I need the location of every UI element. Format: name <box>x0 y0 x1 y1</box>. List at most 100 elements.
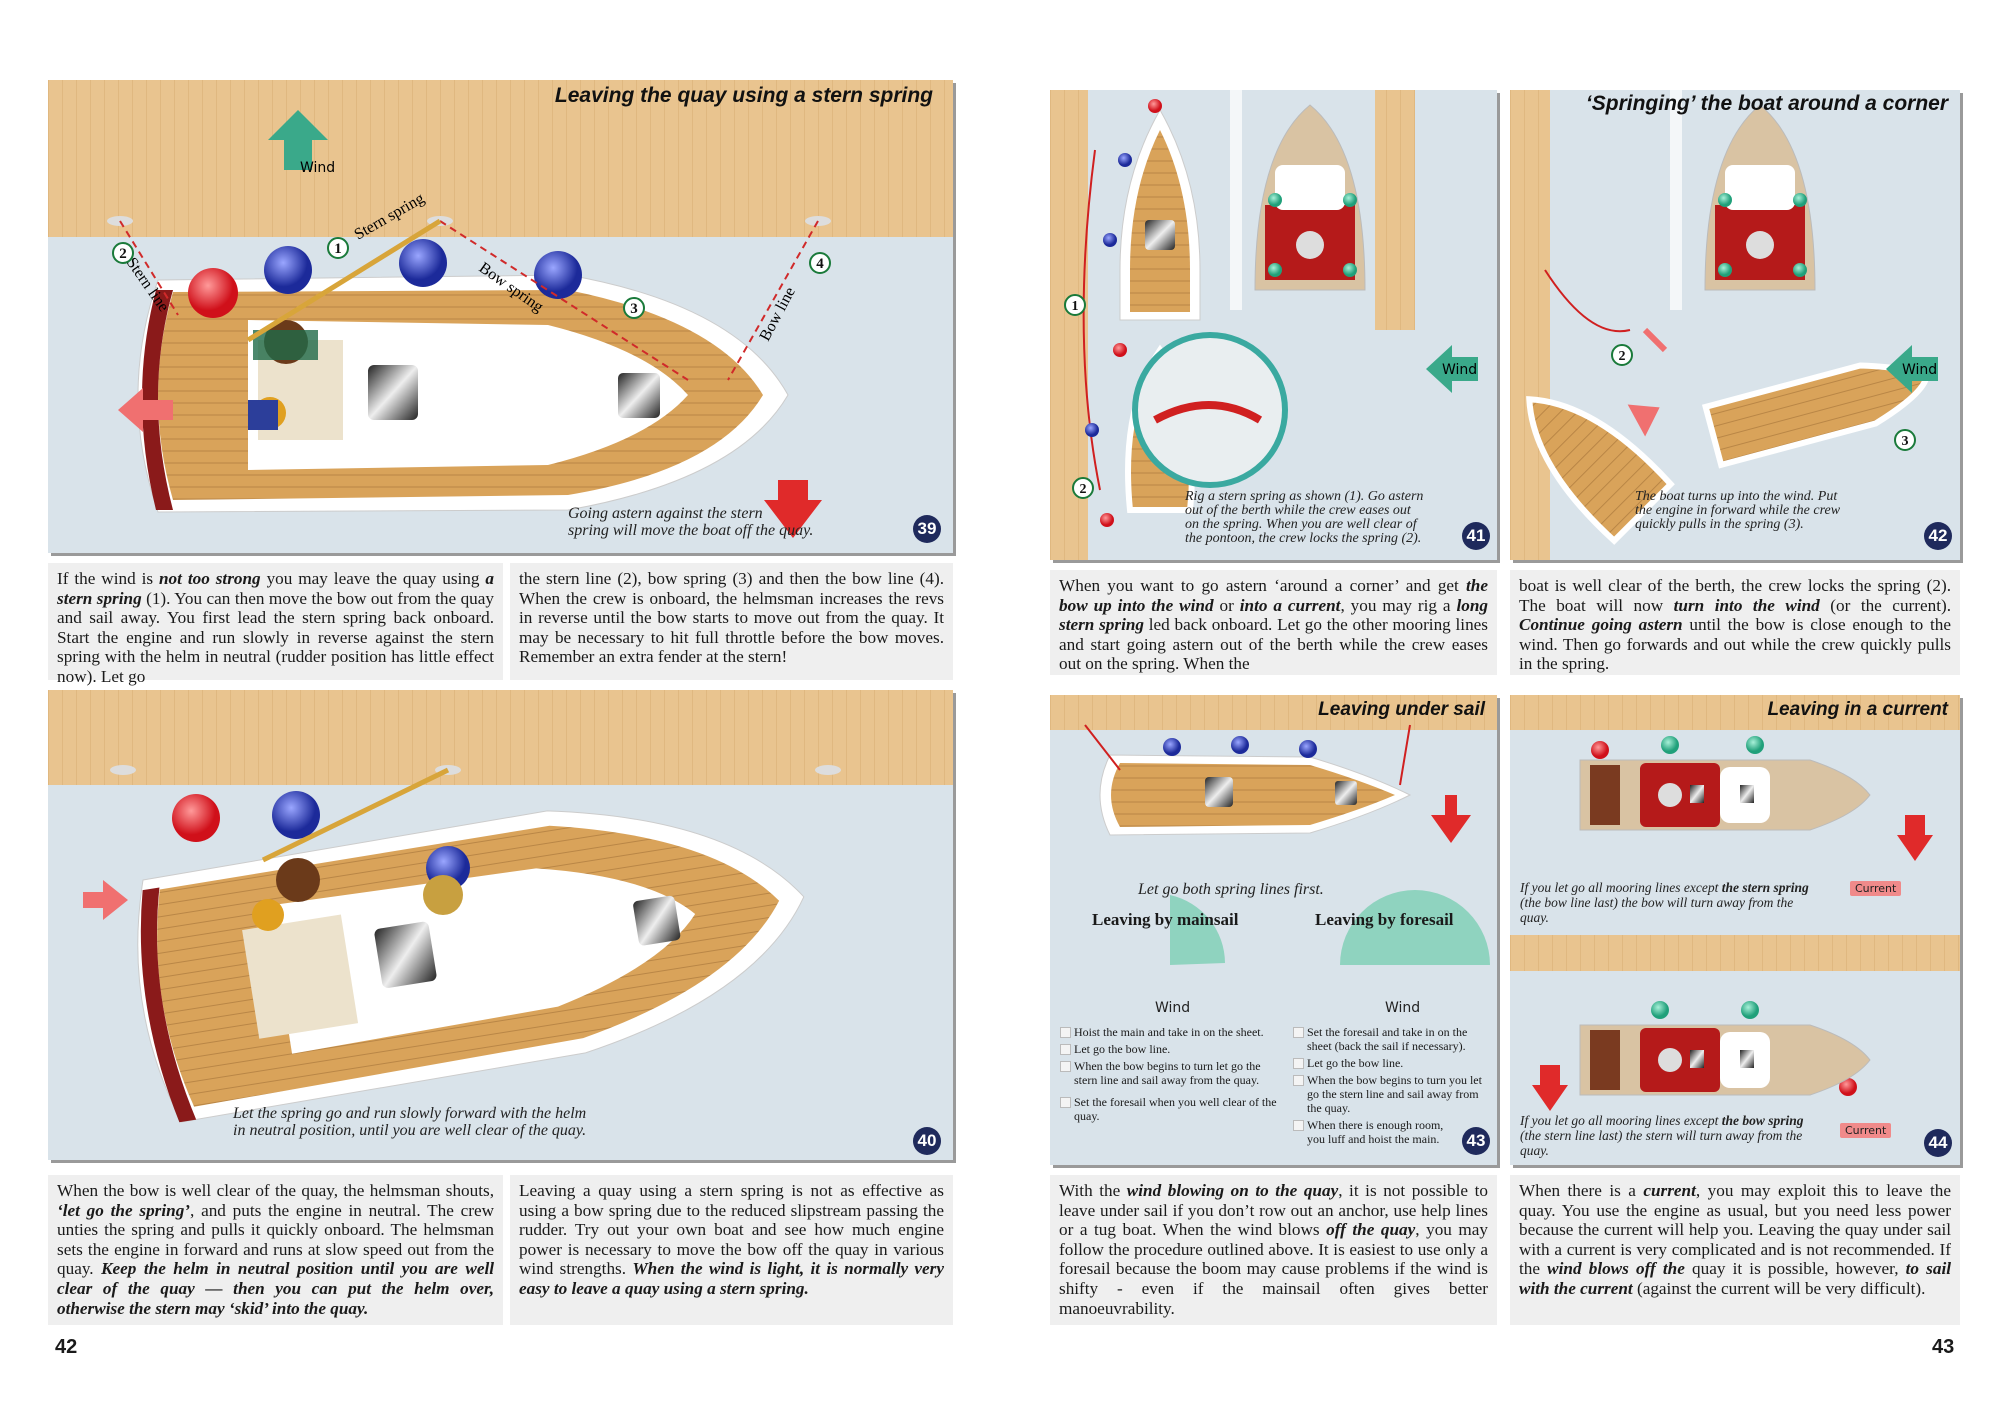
marker-3: 3 <box>1902 434 1909 449</box>
emphasized-text: wind blows off the <box>1547 1259 1685 1279</box>
text-column: Leaving a quay using a stern spring is n… <box>510 1175 953 1325</box>
wind-label: Wind <box>300 160 335 176</box>
drift-arrow-icon <box>1897 815 1933 861</box>
caption-line: quickly pulls in the spring (3). <box>1635 517 1804 532</box>
drift-arrow-icon <box>1431 795 1471 843</box>
crew-member <box>276 858 320 902</box>
spring-line <box>1544 269 1631 333</box>
stern-line <box>119 220 179 316</box>
text-column: boat is well clear of the berth, the cre… <box>1510 570 1960 675</box>
figure-caption-bottom: If you let go all mooring lines except t… <box>1520 1113 1820 1158</box>
marker-1: 1 <box>334 241 342 257</box>
motorboat-top <box>1579 759 1871 831</box>
emphasized-text: Keep the helm in neutral position until … <box>57 1259 495 1318</box>
wind-label: Wind <box>1442 362 1477 378</box>
caption-line: Let the spring go and run slowly forward… <box>233 1105 587 1122</box>
figure-caption: Rig a stern spring as shown (1). Go aste… <box>1185 490 1423 546</box>
emphasized-text: a stern spring <box>57 569 494 608</box>
bow-line <box>727 220 819 381</box>
body-text: (1). You can then move the bow out from … <box>57 588 494 686</box>
caption-line: in neutral position, until you are well … <box>233 1122 587 1139</box>
checklist-item: When the bow begins to turn let go the s… <box>1060 1059 1285 1087</box>
checklist-item: Set the foresail and take in on the shee… <box>1293 1025 1493 1053</box>
figure-number-badge: 44 <box>1924 1129 1952 1157</box>
caption-line: The boat turns up into the wind. Put <box>1635 489 1838 504</box>
foresail-heading: Leaving by foresail <box>1315 910 1454 929</box>
body-text: the stern line (2), bow spring (3) and t… <box>519 569 944 667</box>
figure-caption: Going astern against the stern spring wi… <box>568 505 813 539</box>
caption-text: (the stern line last) the stern will tur… <box>1520 1128 1803 1158</box>
caption-text: (the bow line last) the bow will turn aw… <box>1520 895 1794 925</box>
fender <box>399 239 447 287</box>
emphasized-text: to sail with the current <box>1519 1259 1952 1298</box>
emphasized-text: wind blowing on to the quay <box>1126 1181 1339 1200</box>
figure-caption: Let the spring go and run slowly forward… <box>233 1105 586 1139</box>
figure-caption: The boat turns up into the wind. Put the… <box>1635 490 1840 532</box>
emphasized-text: When the wind is light, it is normally v… <box>519 1259 945 1298</box>
marker-2: 2 <box>1080 482 1087 497</box>
checklist-item: Set the foresail when you well clear of … <box>1060 1095 1285 1123</box>
caption-emphasis: the stern spring <box>1721 880 1809 895</box>
current-arrow-label: Current <box>1840 1123 1892 1138</box>
leaving-under-sail-diagram <box>1050 695 1497 965</box>
caption-line: spring will move the boat off the quay. <box>568 522 814 539</box>
bow-spring <box>439 220 689 381</box>
emphasized-text: off the quay <box>1326 1220 1416 1240</box>
emphasized-text: current <box>1643 1181 1696 1200</box>
stern-spring-diagram: Wind Stern spring Stern line Bow spring … <box>48 80 953 538</box>
body-text: , you may rig a <box>1340 595 1457 615</box>
marker-2: 2 <box>1619 349 1626 364</box>
body-text: , it is not possible to leave under sail… <box>1059 1181 1488 1240</box>
body-text: , you may exploit this to leave the quay… <box>1519 1181 1951 1279</box>
emphasized-text: ‘let go the spring’ <box>57 1200 191 1220</box>
caption-emphasis: the bow spring <box>1721 1113 1804 1128</box>
emphasized-text: turn into the wind <box>1673 595 1820 615</box>
body-text: When the bow is well clear of the quay, … <box>57 1181 494 1200</box>
quay <box>48 690 953 785</box>
leaving-in-current-diagram <box>1510 695 1960 1111</box>
emphasized-text: into a current <box>1239 595 1341 615</box>
stern-spring-line <box>1082 149 1101 491</box>
marker-1: 1 <box>1072 299 1079 314</box>
figure-40: Let the spring go and run slowly forward… <box>48 690 953 1160</box>
figure-number-badge: 43 <box>1462 1127 1490 1155</box>
fender <box>264 246 312 294</box>
mainsail-wind-sector <box>1170 895 1225 965</box>
caption-line: the pontoon, the crew locks the spring (… <box>1185 531 1422 546</box>
spring-rope <box>261 767 450 863</box>
checklist-item: When there is enough room, you luff and … <box>1293 1118 1458 1146</box>
emphasized-text: the bow up into the wind <box>1059 576 1488 615</box>
caption-line: Going astern against the stern <box>568 505 763 522</box>
marker-3: 3 <box>630 301 638 317</box>
current-arrow-label: Current <box>1850 881 1902 896</box>
caption-line: Rig a stern spring as shown (1). Go aste… <box>1185 489 1424 504</box>
figure-caption-top: If you let go all mooring lines except t… <box>1520 880 1820 925</box>
caption-line: on the spring. When you are well clear o… <box>1185 517 1417 532</box>
text-column: When the bow is well clear of the quay, … <box>48 1175 503 1325</box>
springing-corner-diagram: Wind 2 3 <box>1510 90 1938 560</box>
drift-arrow-icon <box>1532 1065 1568 1111</box>
figure-title: ‘Springing’ the boat around a corner <box>1585 92 1948 115</box>
magnifier-detail <box>1132 332 1288 488</box>
caption-text: If you let go all mooring lines except <box>1520 1113 1722 1128</box>
caption-line: out of the berth while the crew eases ou… <box>1185 503 1411 518</box>
wind-arrow-icon <box>1886 345 1938 393</box>
page-number: 42 <box>55 1336 78 1358</box>
sailboat <box>137 810 805 1123</box>
astern-arrow-icon <box>118 388 173 432</box>
fender <box>188 268 238 318</box>
text-column: the stern line (2), bow spring (3) and t… <box>510 563 953 680</box>
body-text: (against the current will be very diffic… <box>1632 1278 1926 1298</box>
body-text: led back onboard. Let go the other moori… <box>1059 615 1488 674</box>
marker-2: 2 <box>119 246 127 262</box>
figure-number-badge: 42 <box>1924 522 1952 550</box>
body-text: boat is well clear of the berth, the cre… <box>1519 576 1951 615</box>
emphasized-text: long stern spring <box>1059 595 1488 635</box>
body-text: you may leave the quay using <box>260 569 486 588</box>
checklist-item: Let go the bow line. <box>1293 1056 1493 1070</box>
figure-44: Leaving in a current If you let go all m… <box>1510 695 1960 1165</box>
crew-member <box>423 875 463 915</box>
body-text: Leaving a quay using a stern spring is n… <box>519 1181 944 1279</box>
body-text: quay it is possible, however, <box>1684 1259 1906 1279</box>
bow-swing-arrow-icon <box>764 480 822 538</box>
